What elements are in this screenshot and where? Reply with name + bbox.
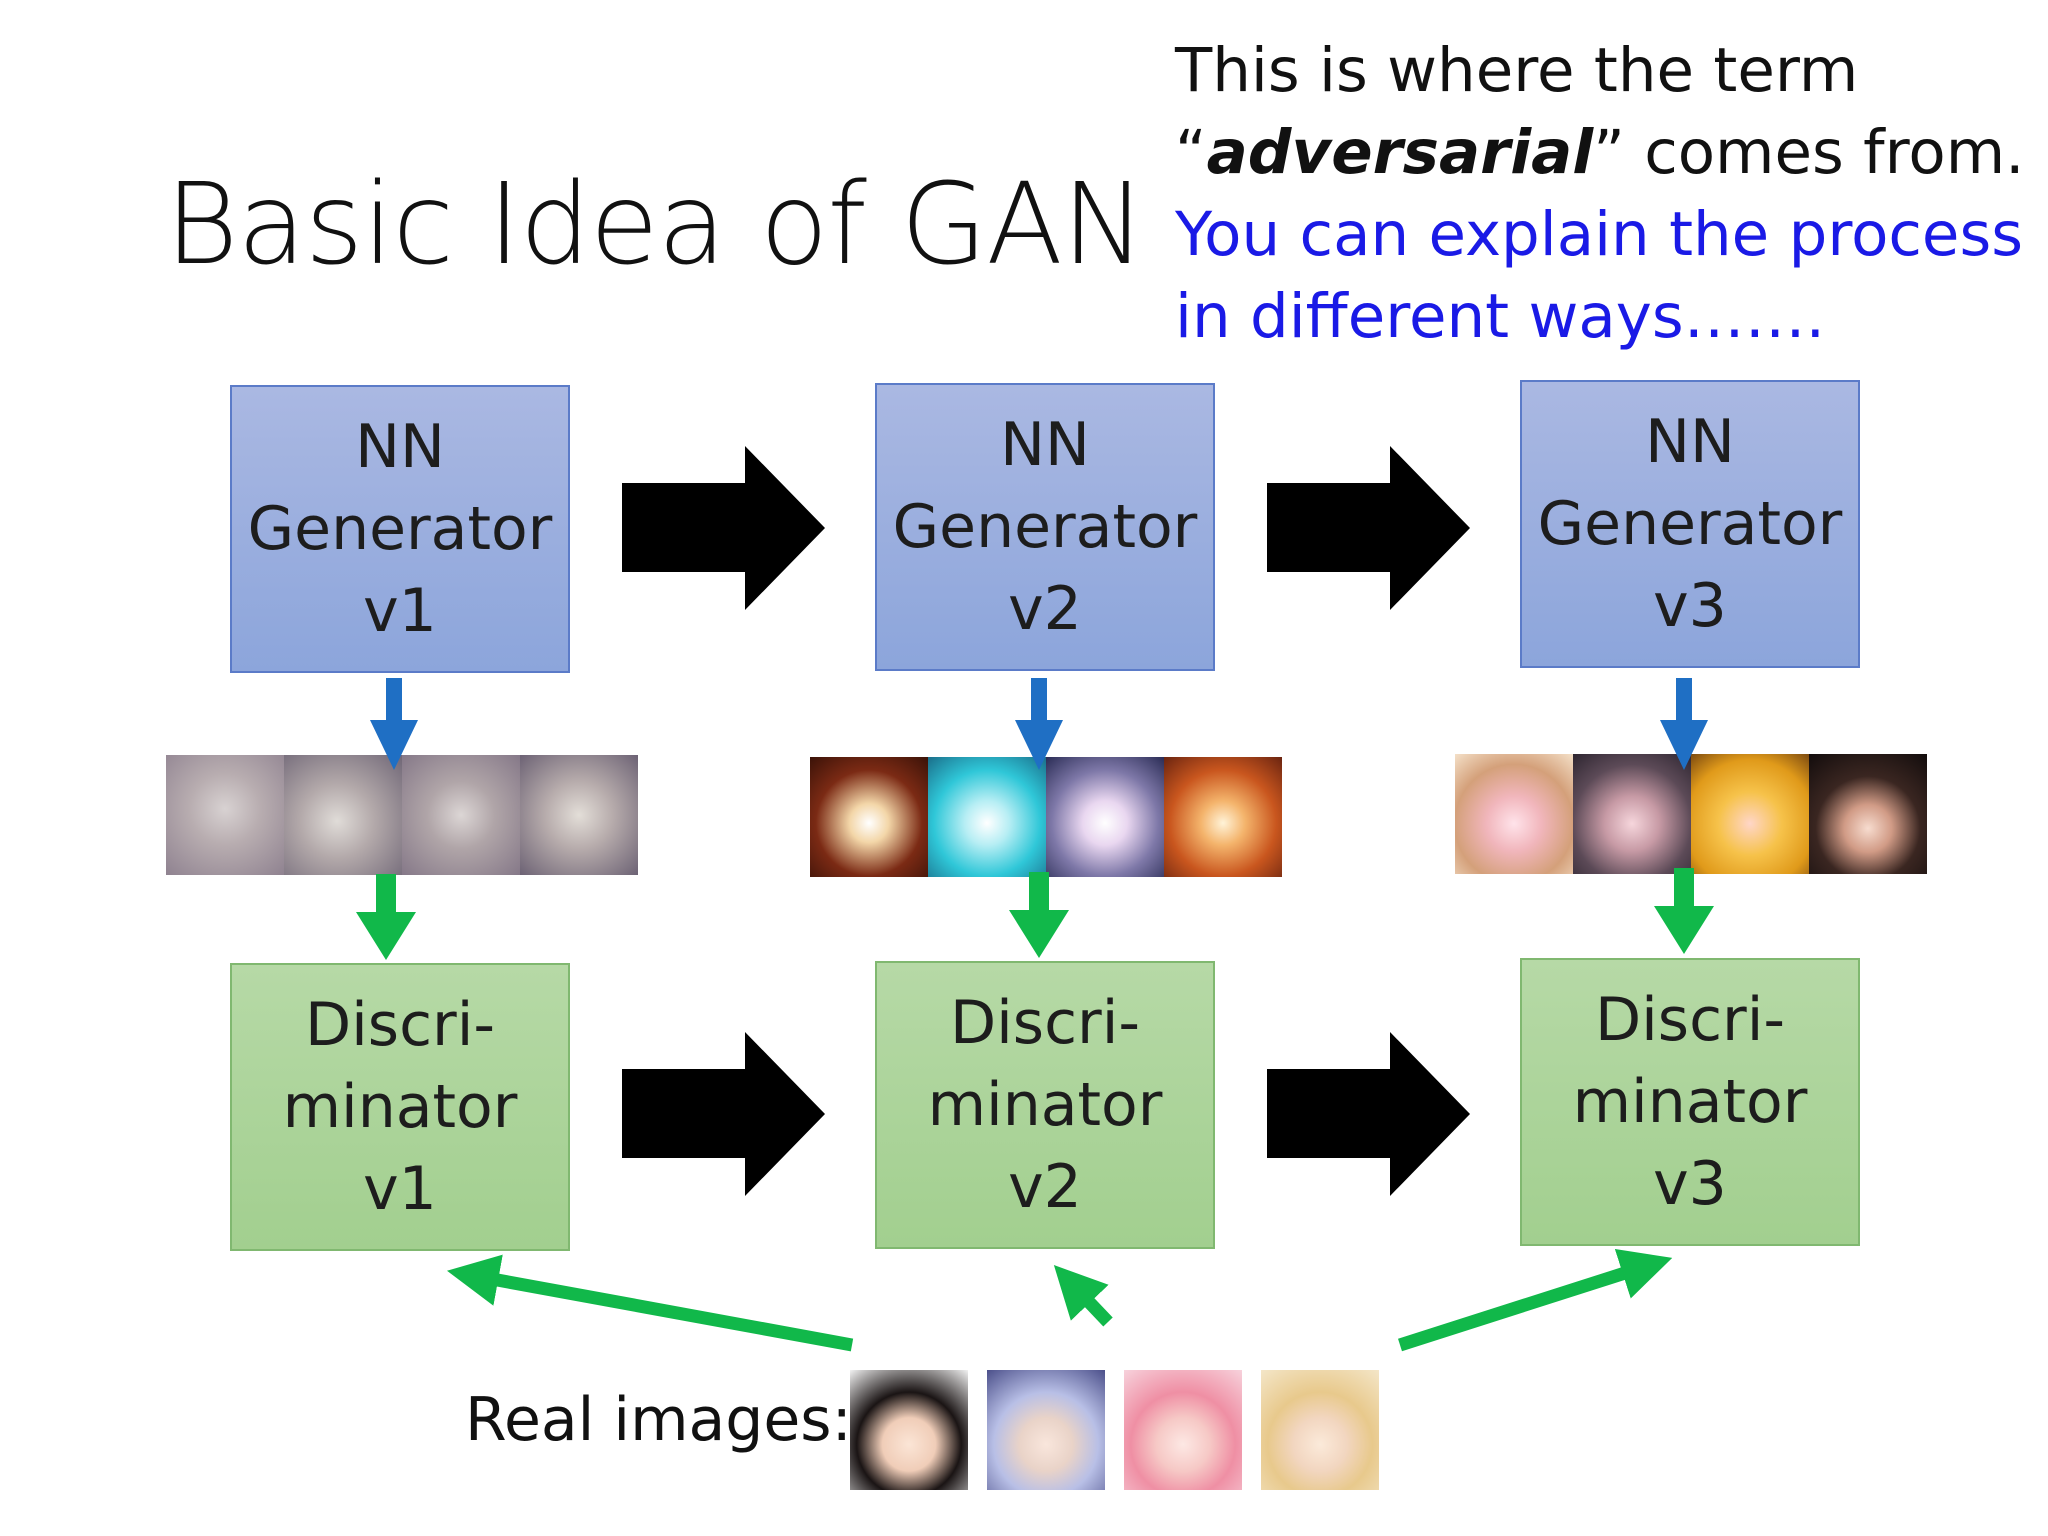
discriminator-v1-to-v2-arrow: [622, 1032, 825, 1196]
generator-v1-line2: Generator: [247, 494, 553, 564]
generated-image: [284, 755, 402, 875]
discriminator-v1-line1: Discri-: [304, 990, 496, 1060]
generator-v3-line2: Generator: [1537, 489, 1843, 559]
generator-v1-to-v2-arrow: [622, 446, 825, 610]
note-line-3: You can explain the process: [1175, 199, 2024, 270]
note-line-4: in different ways…….: [1175, 281, 1826, 352]
generated-image: [402, 755, 520, 875]
real-image: [987, 1370, 1105, 1490]
generator-v2-line1: NN: [1000, 410, 1090, 480]
generated-image: [1046, 757, 1164, 877]
generator-v3-output-arrow: [1660, 678, 1708, 770]
images-v2-to-discriminator-arrow: [1009, 872, 1069, 958]
adversarial-note: This is where the term “adversarial” com…: [1175, 30, 2025, 358]
generator-v2-box: NN Generator v2: [875, 383, 1215, 671]
discriminator-v1-line3: v1: [363, 1154, 437, 1224]
open-quote: “: [1175, 117, 1207, 188]
discriminator-v2-to-v3-arrow: [1267, 1032, 1470, 1196]
real-image: [850, 1370, 968, 1490]
slide-title: Basic Idea of GAN: [165, 160, 1146, 290]
generator-v1-line3: v1: [363, 576, 437, 646]
real-to-discriminator-v1-arrow: [446, 1254, 854, 1352]
images-v3-to-discriminator-arrow: [1654, 868, 1714, 954]
generated-images-v2: [810, 757, 1282, 877]
generator-v1-line1: NN: [355, 412, 445, 482]
generated-image: [1455, 754, 1573, 874]
discriminator-v2-line2: minator: [927, 1070, 1163, 1140]
real-to-discriminator-v3-arrow: [1398, 1248, 1673, 1352]
generated-image: [928, 757, 1046, 877]
generator-v3-box: NN Generator v3: [1520, 380, 1860, 668]
generator-v1-box: NN Generator v1: [230, 385, 570, 673]
generated-image: [1691, 754, 1809, 874]
discriminator-v2-box: Discri- minator v2: [875, 961, 1215, 1249]
generated-image: [1164, 757, 1282, 877]
generated-images-v3: [1455, 754, 1927, 874]
discriminator-v3-line2: minator: [1572, 1067, 1808, 1137]
discriminator-v1-line2: minator: [282, 1072, 518, 1142]
generator-v3-line1: NN: [1645, 407, 1735, 477]
discriminator-v2-line1: Discri-: [949, 988, 1141, 1058]
note-line-1: This is where the term: [1175, 35, 1859, 106]
generated-image: [810, 757, 928, 877]
real-images: [850, 1370, 1379, 1490]
images-v1-to-discriminator-arrow: [356, 874, 416, 960]
generator-v2-to-v3-arrow: [1267, 446, 1470, 610]
real-image: [1124, 1370, 1242, 1490]
generated-image: [166, 755, 284, 875]
note-line-2: “adversarial” comes from.: [1175, 112, 2025, 194]
note-line-2-rest: ” comes from.: [1593, 117, 2025, 188]
real-to-discriminator-v2-arrow: [1053, 1265, 1113, 1327]
generated-image: [1573, 754, 1691, 874]
generated-images-v1: [166, 755, 638, 875]
generator-v3-line3: v3: [1653, 571, 1727, 641]
generated-image: [520, 755, 638, 875]
discriminator-v2-line3: v2: [1008, 1152, 1082, 1222]
discriminator-v3-line3: v3: [1653, 1149, 1727, 1219]
real-images-label: Real images:: [465, 1385, 852, 1455]
generator-v2-line2: Generator: [892, 492, 1198, 562]
generator-v2-output-arrow: [1015, 678, 1063, 770]
generator-v2-line3: v2: [1008, 574, 1082, 644]
real-image: [1261, 1370, 1379, 1490]
discriminator-v1-box: Discri- minator v1: [230, 963, 570, 1251]
generated-image: [1809, 754, 1927, 874]
discriminator-v3-box: Discri- minator v3: [1520, 958, 1860, 1246]
discriminator-v3-line1: Discri-: [1594, 985, 1786, 1055]
adversarial-emphasis: adversarial: [1206, 117, 1594, 188]
generator-v1-output-arrow: [370, 678, 418, 770]
